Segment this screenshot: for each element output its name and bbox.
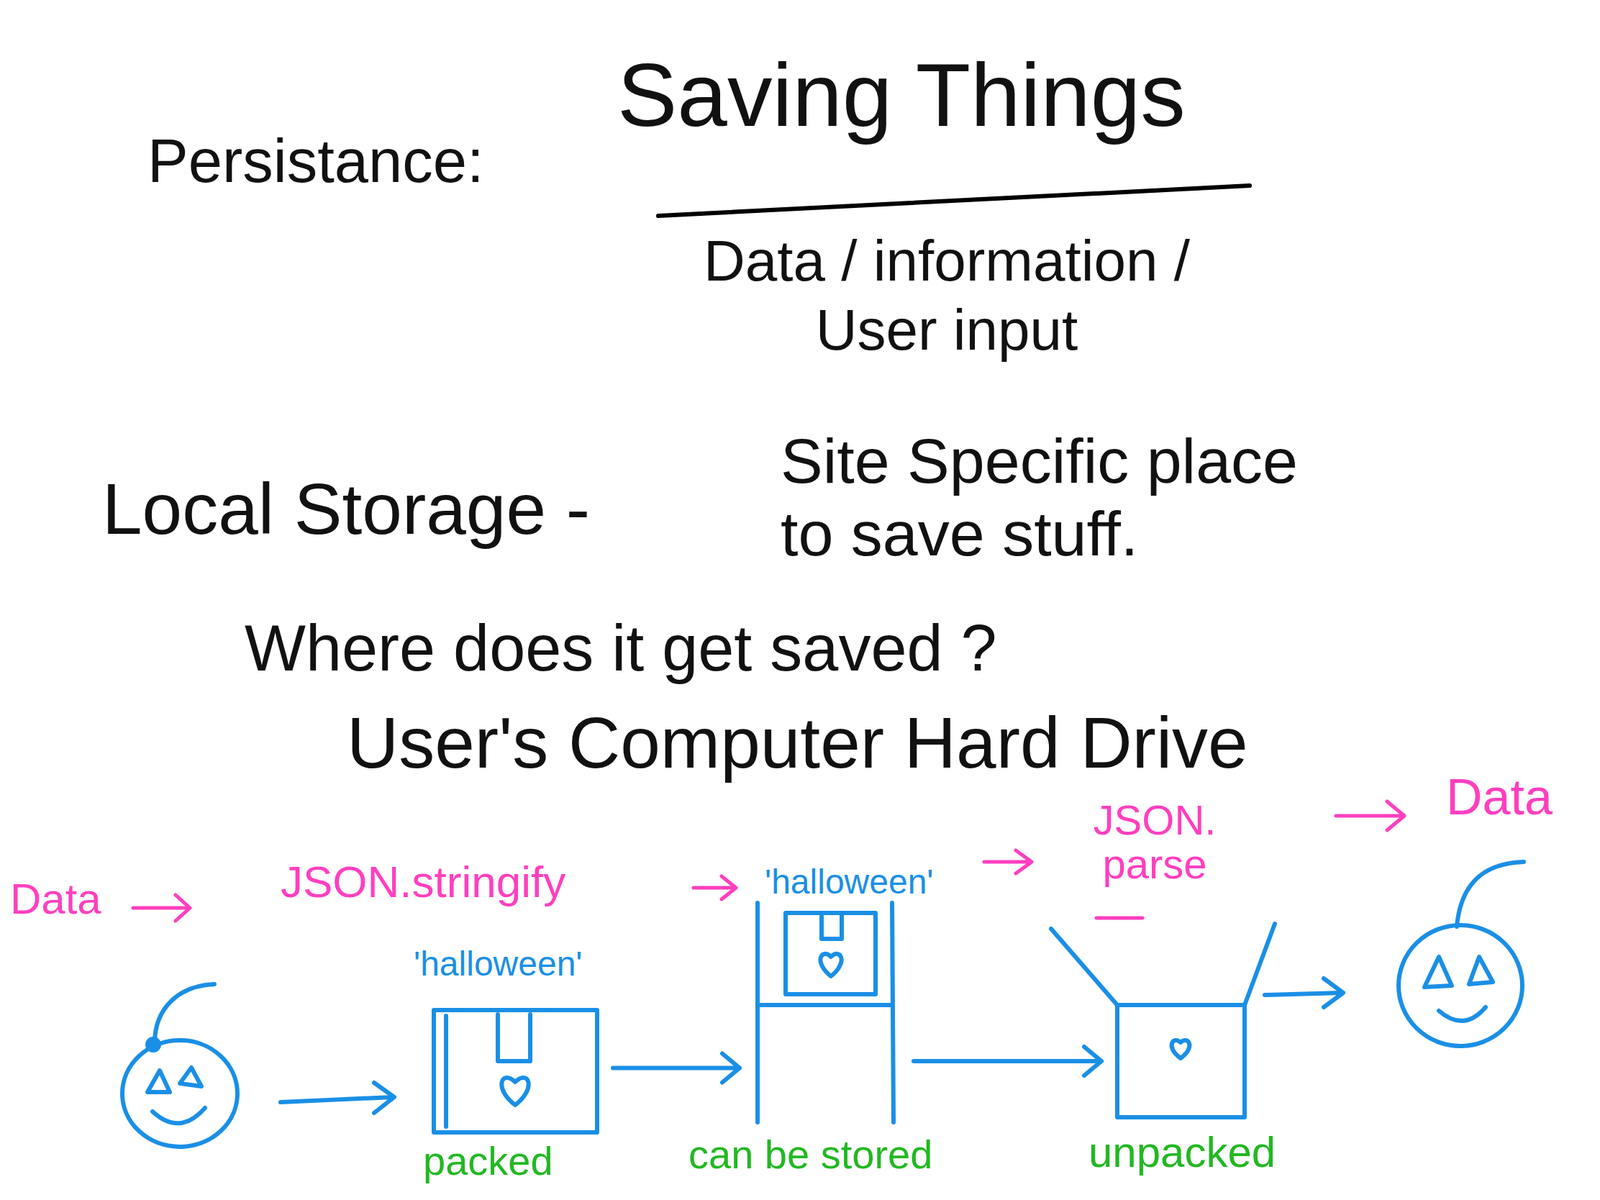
blue-arrow <box>1264 978 1344 1008</box>
question-text: Where does it get saved ? <box>244 611 998 687</box>
sketch-stroke <box>1051 928 1118 1006</box>
sketch-stroke <box>785 912 876 995</box>
note-text: Site Specific place to save stuff. <box>780 424 1335 570</box>
sketch-stroke <box>1171 1040 1190 1059</box>
term-label: Local Storage - <box>102 467 590 551</box>
open-box: unpacked <box>1117 1005 1245 1118</box>
sketch-stroke <box>892 902 894 1123</box>
sketch-stroke <box>1244 923 1275 1006</box>
answer-text: User's Computer Hard Drive <box>346 701 1249 785</box>
flow-arrow <box>913 1046 1102 1076</box>
sketch-stroke <box>755 902 760 1123</box>
step-label: Data <box>10 874 102 924</box>
box-label: 'halloween' <box>413 943 583 984</box>
page-title: Saving Things <box>617 43 1186 147</box>
flow-arrow <box>612 1053 740 1083</box>
pumpkin <box>1398 861 1524 1047</box>
sketch-stroke <box>757 1002 893 1008</box>
state-caption: can be stored <box>688 1131 933 1178</box>
sketch-stroke <box>443 1015 449 1127</box>
sketch-stroke <box>820 953 842 977</box>
state-caption: unpacked <box>1088 1127 1276 1177</box>
title-underline <box>658 185 1250 216</box>
sketch-stroke <box>433 1010 598 1133</box>
fridge-outline <box>755 902 898 1126</box>
pumpkin <box>122 984 238 1147</box>
step-label: JSON.stringify <box>280 856 566 908</box>
step-label: Data <box>1446 768 1553 827</box>
fridge: 'halloween'can be stored <box>755 902 898 1126</box>
packed-box: 'halloween'packed <box>433 1010 598 1133</box>
note-text: Data / information / User input <box>673 226 1221 365</box>
sketch-stroke <box>497 1014 531 1062</box>
box-label: 'halloween' <box>764 861 934 902</box>
state-caption: packed <box>423 1138 554 1185</box>
packed-box-outline <box>433 1010 598 1133</box>
sketch-stroke <box>501 1077 529 1106</box>
blue-arrow <box>280 1082 395 1113</box>
open-box-outline <box>1117 1005 1245 1118</box>
term-label: Persistance: <box>147 125 485 197</box>
sketch-stroke <box>821 912 842 939</box>
sketch-stroke <box>1117 1005 1245 1118</box>
step-label: JSON. parse <box>1046 798 1263 887</box>
